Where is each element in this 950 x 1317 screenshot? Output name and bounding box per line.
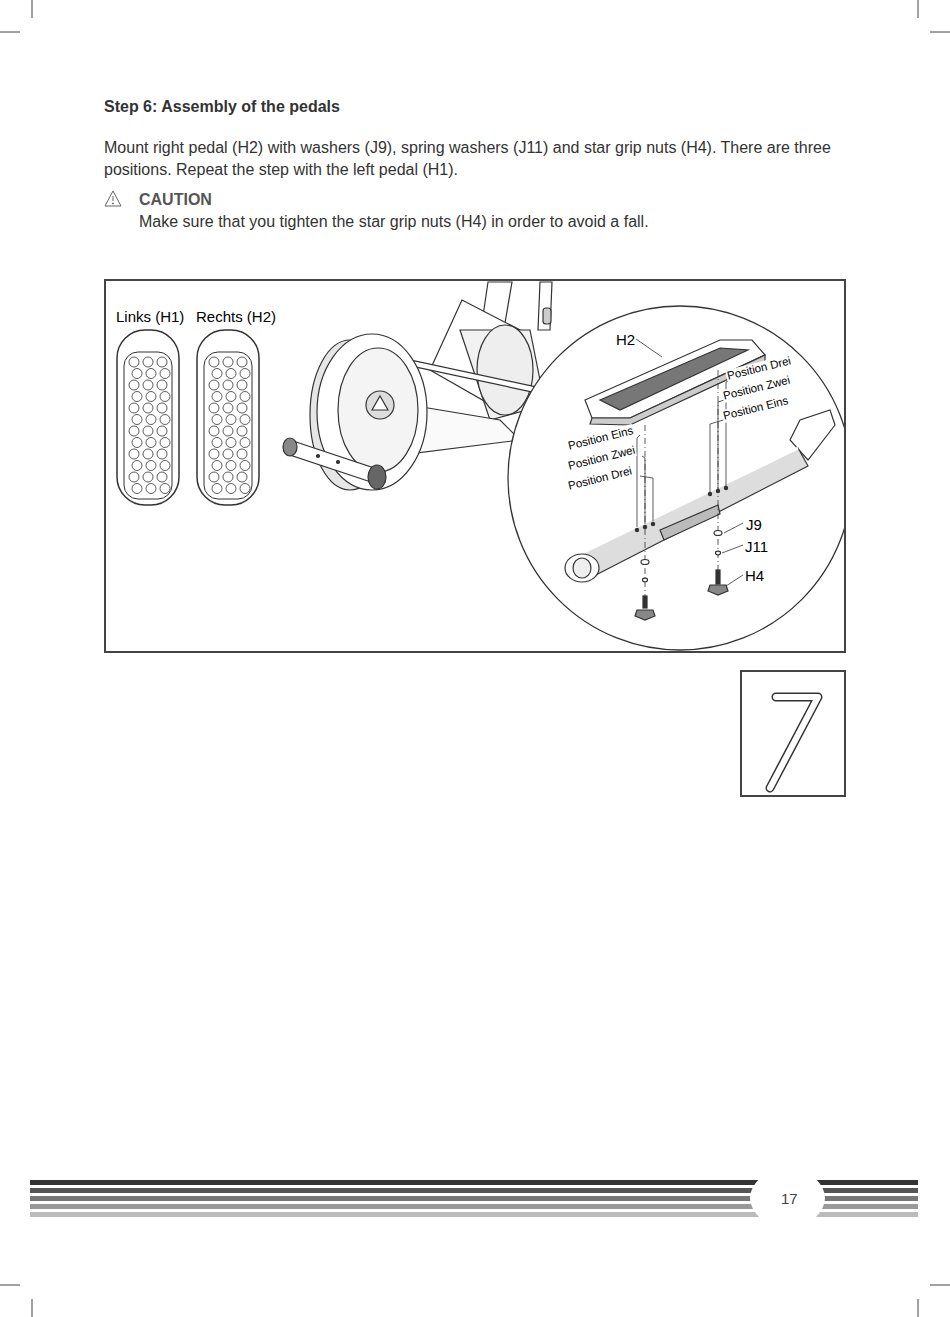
pedal-label: Rechts (H2) — [196, 306, 276, 327]
caution-icon — [105, 191, 121, 206]
detail-circle — [508, 306, 844, 650]
caution-text: Make sure that you tighten the star grip… — [139, 211, 649, 233]
detail-drawing — [565, 340, 835, 620]
part-label: J11 — [745, 536, 768, 557]
step-title: Step 6: Assembly of the pedals — [104, 98, 340, 116]
footer-bars — [30, 1178, 918, 1218]
instruction-text: Mount right pedal (H2) with washers (J9)… — [104, 137, 864, 182]
part-label: H2 — [616, 329, 635, 350]
caution-heading: CAUTION — [139, 189, 212, 211]
part-label: H4 — [745, 565, 764, 586]
pedal-label: Links (H1) — [116, 306, 184, 327]
allen-key — [770, 697, 818, 788]
pedal-drawings — [117, 330, 259, 505]
page-number: 17 — [781, 1188, 798, 1209]
tool-box — [741, 671, 845, 796]
part-label: J9 — [746, 514, 762, 535]
